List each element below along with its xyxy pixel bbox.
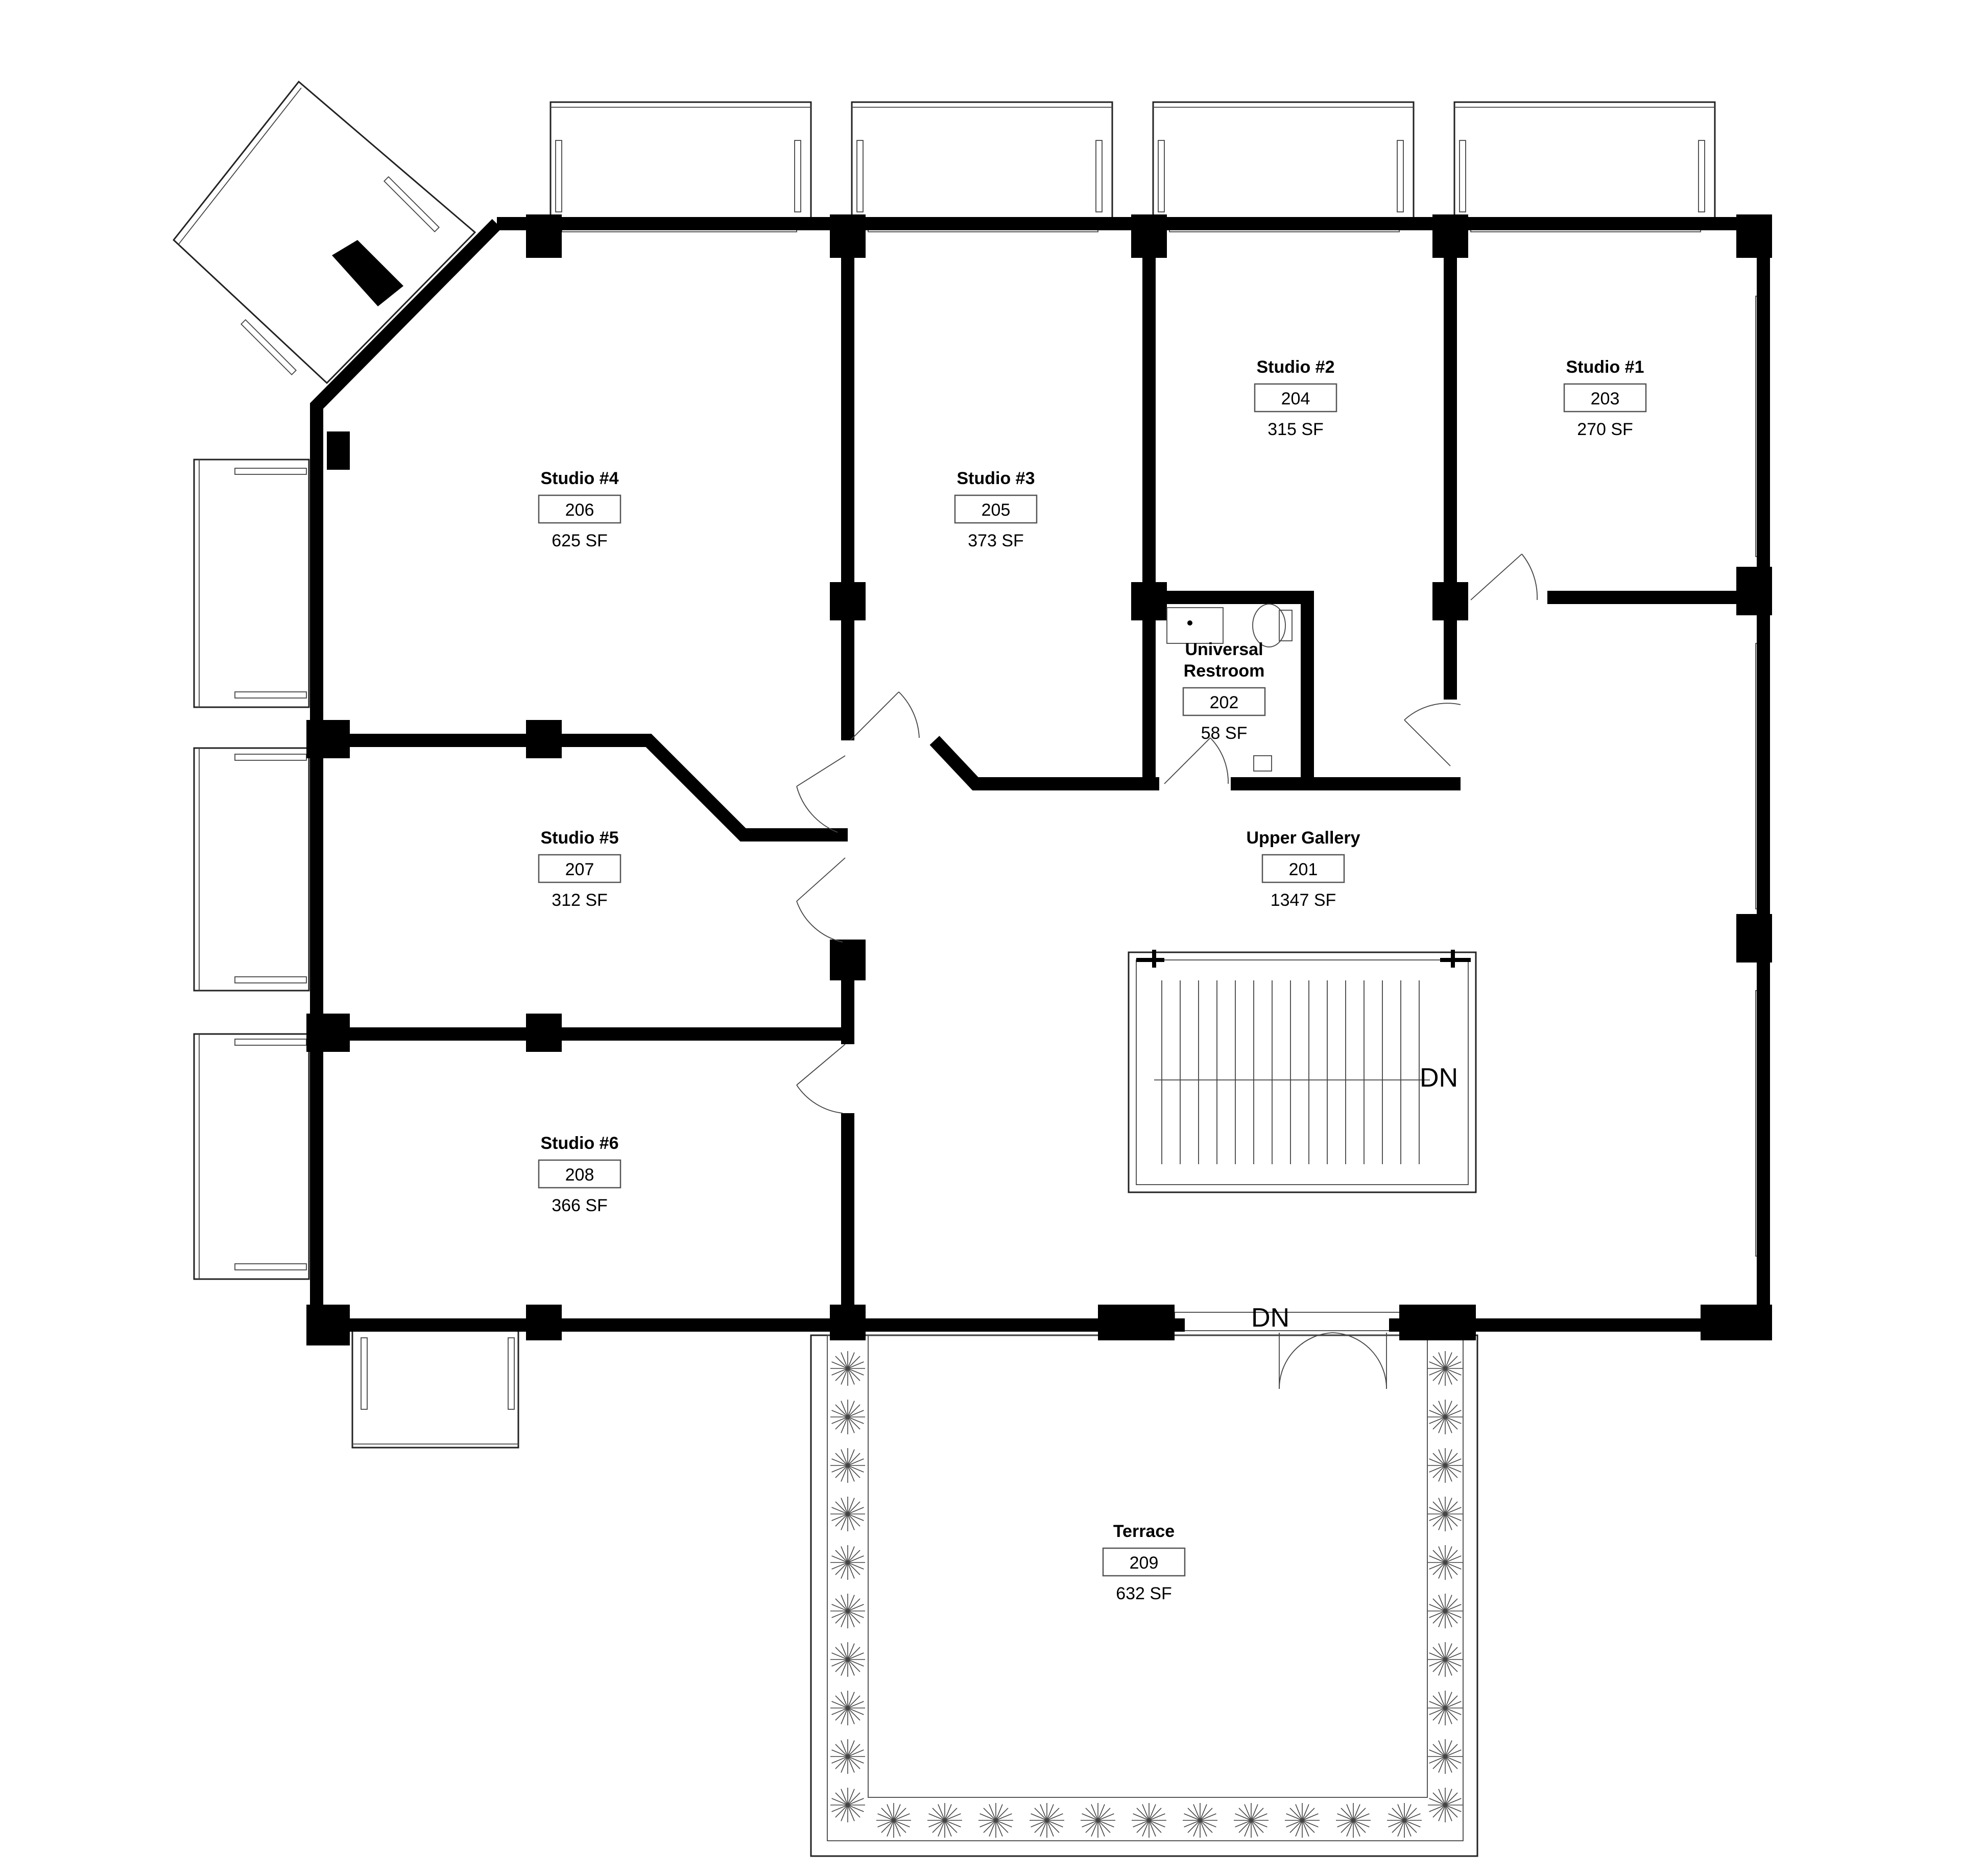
planter-shrub-icon [1428,1545,1463,1580]
planter-shrub-icon [830,1448,865,1483]
planter-shrub-icon [830,1642,865,1677]
svg-text:Studio #4: Studio #4 [540,469,618,488]
exterior-walls [310,217,1770,1332]
interior-walls [317,224,1763,1325]
planter-shrub-icon [830,1691,865,1725]
terrace-stair-down-label: DN [1251,1303,1289,1333]
planter-shrub-icon [1081,1803,1115,1838]
planter-shrub-icon [1428,1400,1463,1434]
planter-shrub-icon [1428,1448,1463,1483]
planter-shrub-icon [830,1545,865,1580]
planter-shrub-icon [1387,1803,1422,1838]
planter-shrub-icon [1428,1691,1463,1725]
svg-text:366 SF: 366 SF [552,1196,608,1215]
northwest-balcony [172,80,476,384]
svg-text:Studio #6: Studio #6 [540,1134,618,1153]
room-label-studio-1: Studio #1 203 270 SF [1563,357,1647,439]
terrace-planters [830,1351,1463,1838]
svg-text:206: 206 [565,500,594,520]
svg-text:373 SF: 373 SF [968,531,1024,550]
sink-icon [1166,607,1224,644]
southwest-balcony [351,1329,519,1449]
stair [1128,950,1477,1193]
north-balconies [549,101,1716,221]
stair-down-label: DN [1420,1063,1458,1093]
room-label-upper-gallery: Upper Gallery 201 1347 SF [1247,828,1360,910]
planter-shrub-icon [830,1739,865,1774]
svg-text:Upper Gallery: Upper Gallery [1247,828,1360,848]
planter-shrub-icon [1132,1803,1166,1838]
planter-shrub-icon [1428,1497,1463,1531]
svg-text:Terrace: Terrace [1113,1522,1175,1541]
planter-shrub-icon [927,1803,962,1838]
room-label-studio-4: Studio #4 206 625 SF [538,469,621,550]
room-label-restroom: Universal Restroom 202 58 SF [1182,640,1266,743]
planter-shrub-icon [1336,1803,1371,1838]
trash-bin-icon [1253,755,1272,772]
svg-text:201: 201 [1289,860,1318,879]
svg-text:270 SF: 270 SF [1577,420,1633,439]
svg-text:58 SF: 58 SF [1201,724,1248,743]
planter-shrub-icon [1030,1803,1064,1838]
svg-text:204: 204 [1281,389,1310,408]
planter-shrub-icon [1285,1803,1320,1838]
planter-shrub-icon [830,1788,865,1822]
planter-shrub-icon [978,1803,1013,1838]
planter-shrub-icon [1428,1642,1463,1677]
planter-shrub-icon [1428,1594,1463,1628]
planter-shrub-icon [1183,1803,1217,1838]
restroom-fixtures [1166,604,1293,772]
svg-text:625 SF: 625 SF [552,531,608,550]
west-balconies [193,459,310,1280]
svg-text:208: 208 [565,1165,594,1185]
planter-shrub-icon [830,1594,865,1628]
svg-text:202: 202 [1210,693,1239,712]
planter-shrub-icon [1234,1803,1269,1838]
svg-text:Studio #2: Studio #2 [1256,357,1334,377]
planter-shrub-icon [830,1400,865,1434]
svg-text:Studio #5: Studio #5 [540,828,618,848]
planter-shrub-icon [1428,1788,1463,1822]
svg-text:Restroom: Restroom [1184,661,1265,681]
svg-text:Studio #1: Studio #1 [1566,357,1644,377]
planter-shrub-icon [1428,1351,1463,1386]
columns [306,214,1772,1345]
room-label-studio-3: Studio #3 205 373 SF [954,469,1038,550]
svg-text:Universal: Universal [1185,640,1263,659]
doors [796,554,1538,1389]
svg-text:315 SF: 315 SF [1268,420,1324,439]
room-label-studio-6: Studio #6 208 366 SF [538,1134,621,1215]
toilet-icon [1252,604,1286,647]
svg-text:207: 207 [565,860,594,879]
svg-text:1347 SF: 1347 SF [1271,891,1336,910]
planter-shrub-icon [1428,1739,1463,1774]
svg-text:312 SF: 312 SF [552,891,608,910]
room-label-studio-2: Studio #2 204 315 SF [1254,357,1337,439]
planter-shrub-icon [830,1497,865,1531]
svg-text:205: 205 [982,500,1011,520]
planter-shrub-icon [830,1351,865,1386]
svg-text:203: 203 [1591,389,1620,408]
svg-text:209: 209 [1130,1553,1159,1573]
room-label-studio-5: Studio #5 207 312 SF [538,828,621,910]
svg-text:Studio #3: Studio #3 [956,469,1035,488]
planter-shrub-icon [876,1803,911,1838]
room-label-terrace: Terrace 209 632 SF [1102,1522,1186,1603]
svg-text:632 SF: 632 SF [1116,1584,1172,1603]
